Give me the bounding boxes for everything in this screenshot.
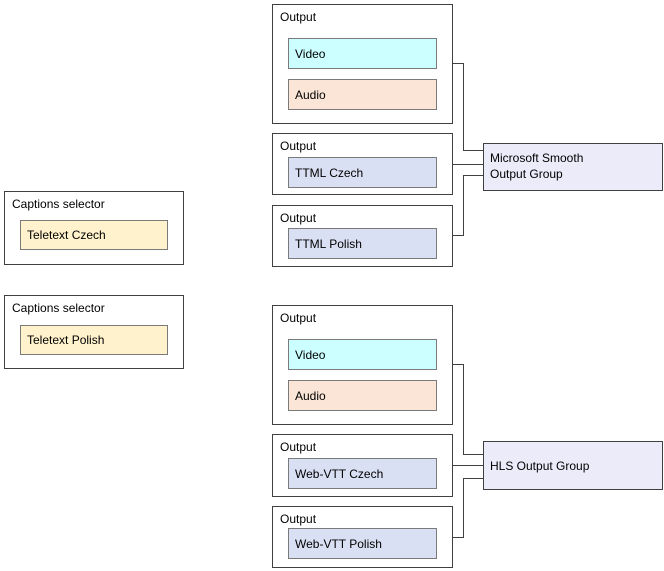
hls-output-webvtt-polish: Output Web-VTT Polish: [272, 506, 453, 568]
output-label: Output: [280, 211, 317, 225]
output-label: Output: [280, 440, 317, 454]
connector-hls-webvtt-polish: [453, 478, 483, 538]
captions-selector-label: Captions selector: [12, 197, 105, 211]
connector-hls-video-audio: [453, 364, 483, 455]
output-label: Output: [280, 512, 317, 526]
connector-smooth-video-audio: [453, 63, 483, 151]
smooth-output-video-audio: Output Video Audio: [272, 4, 453, 124]
smooth-output-group-label: Microsoft Smooth Output Group: [490, 151, 584, 181]
smooth-output-ttml-polish: Output TTML Polish: [272, 205, 453, 267]
hls-output-webvtt-czech: Output Web-VTT Czech: [272, 434, 453, 497]
audio-track: Audio: [288, 79, 437, 110]
output-label: Output: [280, 139, 317, 153]
captions-selector-label: Captions selector: [12, 301, 105, 315]
teletext-polish-track: Teletext Polish: [20, 325, 168, 355]
smooth-output-ttml-czech: Output TTML Czech: [272, 133, 453, 195]
smooth-output-group: Microsoft Smooth Output Group: [483, 143, 663, 191]
ttml-czech-track: TTML Czech: [288, 157, 437, 188]
ttml-polish-track: TTML Polish: [288, 228, 437, 259]
output-label: Output: [280, 10, 317, 24]
video-track: Video: [288, 339, 437, 370]
captions-selector-polish: Captions selector Teletext Polish: [4, 295, 184, 369]
hls-output-group-label: HLS Output Group: [490, 458, 590, 473]
hls-output-group: HLS Output Group: [483, 441, 663, 490]
hls-output-video-audio: Output Video Audio: [272, 305, 453, 425]
audio-track: Audio: [288, 380, 437, 411]
captions-selector-czech: Captions selector Teletext Czech: [4, 191, 184, 265]
webvtt-polish-track: Web-VTT Polish: [288, 528, 437, 559]
teletext-czech-track: Teletext Czech: [20, 220, 168, 250]
connector-smooth-ttml-polish: [453, 175, 483, 236]
video-track: Video: [288, 38, 437, 69]
output-label: Output: [280, 311, 317, 325]
webvtt-czech-track: Web-VTT Czech: [288, 458, 437, 489]
